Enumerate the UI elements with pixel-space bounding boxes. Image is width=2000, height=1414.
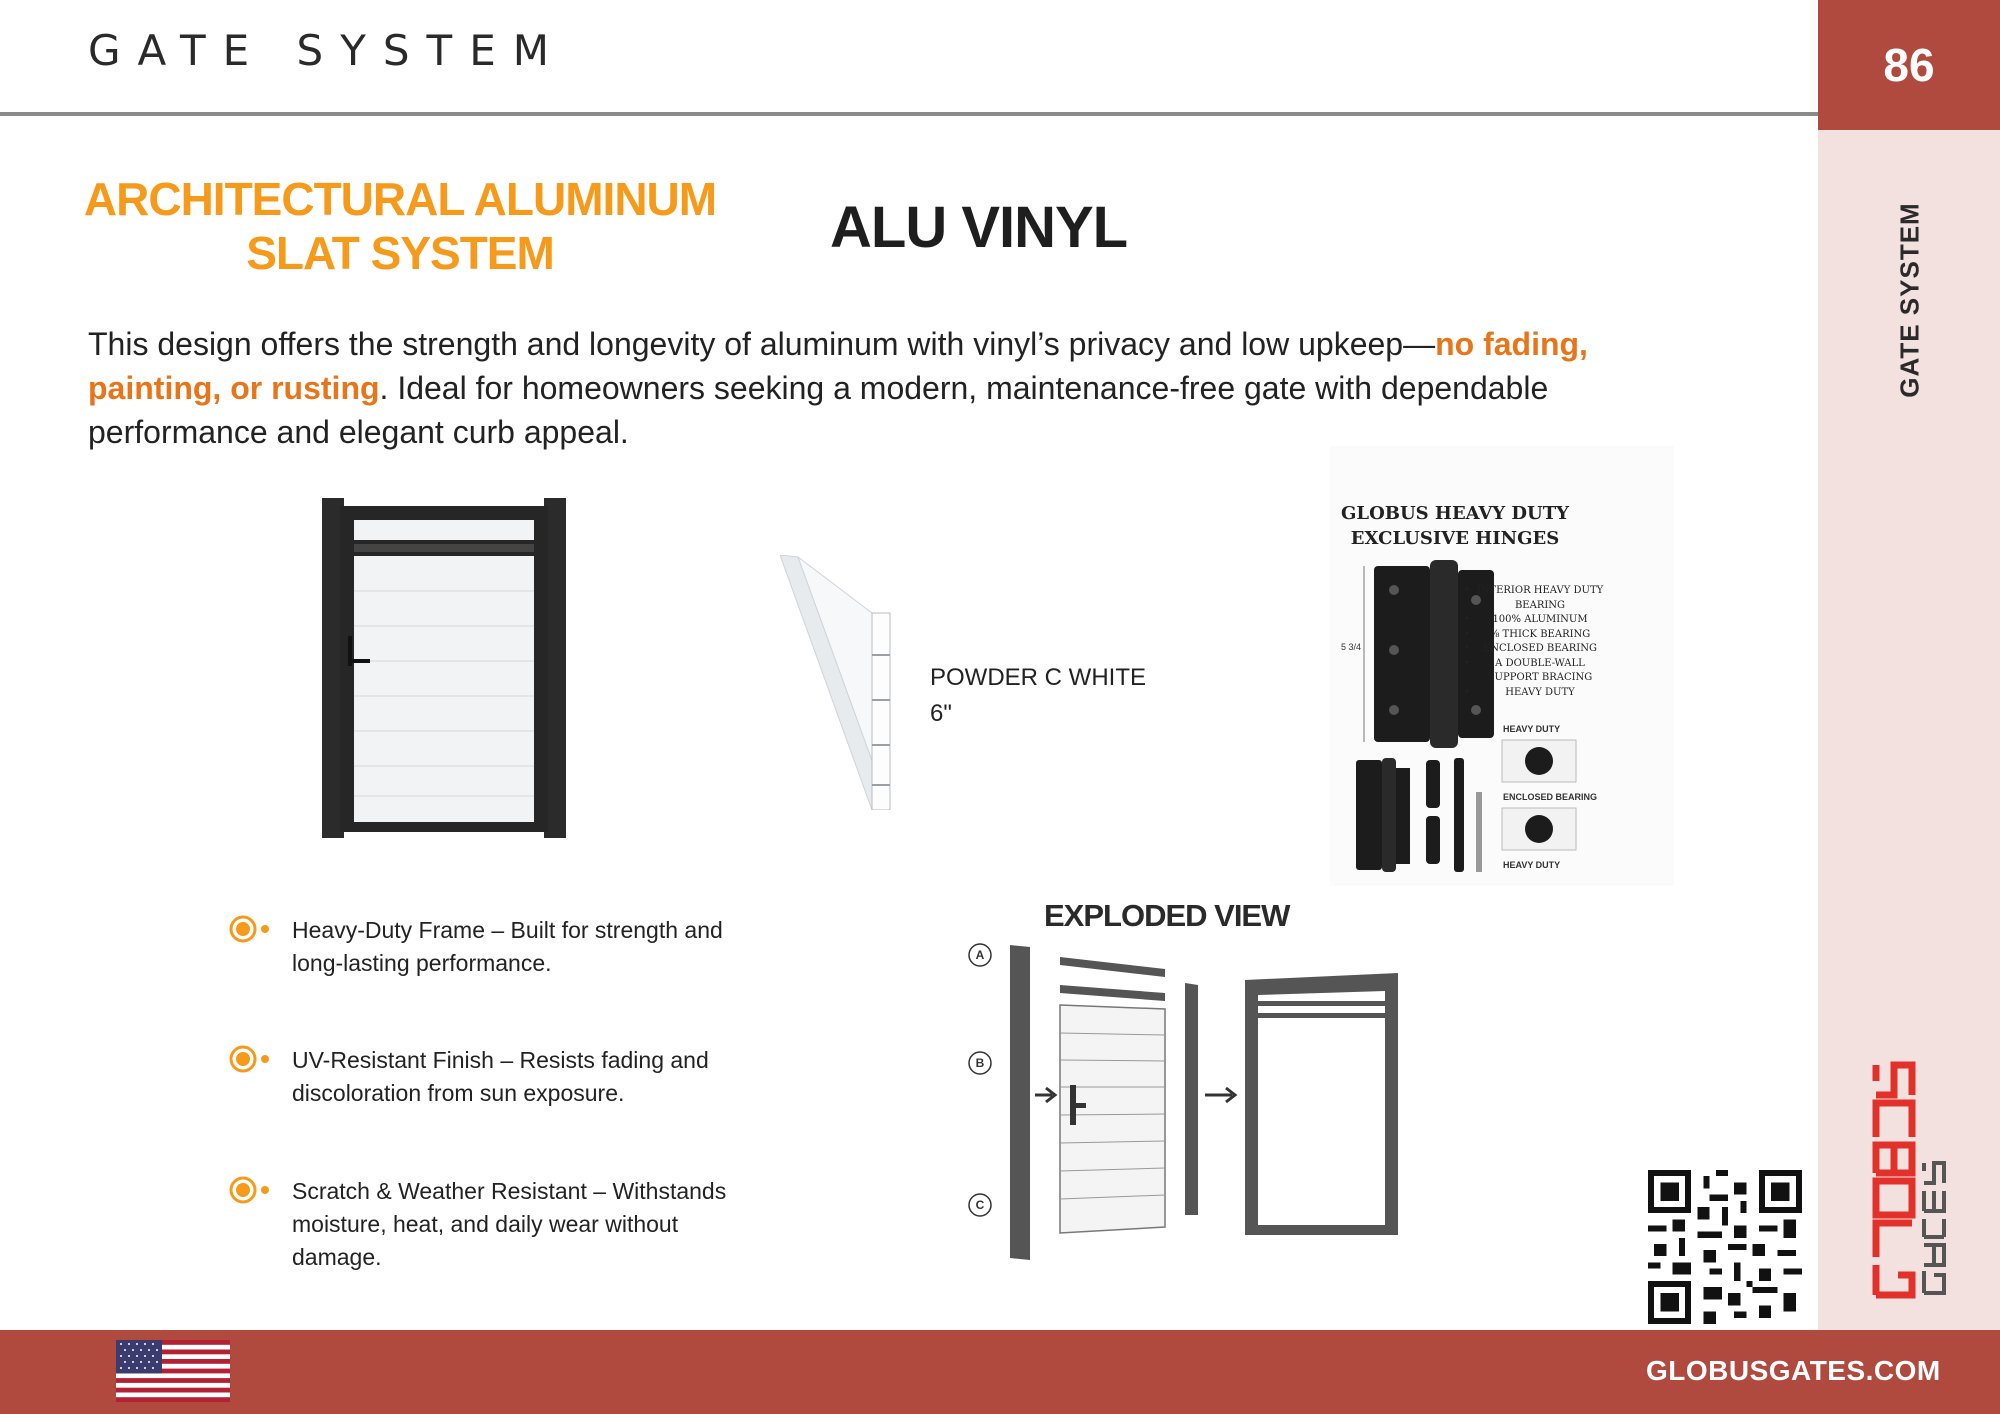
exploded-marker-b: B — [976, 1056, 985, 1070]
slat-color-label: POWDER C WHITE — [930, 664, 1146, 691]
hinge-feature: A DOUBLE-WALL SUPPORT BRACING — [1464, 657, 1610, 686]
exploded-marker-c: C — [976, 1198, 985, 1212]
qr-code[interactable] — [1648, 1170, 1802, 1324]
hinge-label-top: HEAVY DUTY — [1503, 724, 1561, 734]
gate-illustration — [322, 498, 566, 838]
feature-bullet-icon — [229, 1045, 269, 1073]
header-divider — [0, 112, 1818, 116]
hinge-feature-list: INTERIOR HEAVY DUTY BEARING 100% ALUMINU… — [1464, 584, 1610, 701]
feature-item: Heavy-Duty Frame – Built for strength an… — [292, 917, 723, 976]
hinge-feature: INTERIOR HEAVY DUTY BEARING — [1464, 584, 1610, 613]
hinge-title-line-2: EXCLUSIVE HINGES — [1350, 528, 1560, 549]
hinge-feature: ENCLOSED BEARING — [1464, 642, 1610, 657]
slat-size-label: 6" — [930, 700, 952, 727]
footer-bar — [0, 1330, 2000, 1414]
intro-paragraph: This design offers the strength and long… — [88, 322, 1648, 454]
page-number: 86 — [1818, 0, 2000, 130]
system-title-line-2: SLAT SYSTEM — [246, 227, 555, 279]
hinge-feature: 100% ALUMINUM — [1464, 613, 1610, 628]
exploded-view-title: EXPLODED VIEW — [1044, 898, 1290, 933]
intro-text-1: This design offers the strength and long… — [88, 326, 1436, 362]
feature-bullet-icon — [229, 1176, 269, 1204]
us-flag-icon — [116, 1340, 230, 1402]
hinge-label-bottom: HEAVY DUTY — [1503, 860, 1561, 870]
system-title-line-1: ARCHITECTURAL ALUMINUM — [83, 173, 717, 225]
product-title: ALU VINYL — [830, 195, 1128, 260]
hinge-feature: ⅞ THICK BEARING — [1464, 628, 1610, 643]
globus-gates-logo — [1872, 1061, 1946, 1299]
feature-item: Scratch & Weather Resistant – Withstands… — [292, 1178, 727, 1270]
intro-highlight: no fading, painting, or rusting — [88, 326, 1588, 406]
hinge-title-line-1: GLOBUS HEAVY DUTY — [1341, 503, 1569, 524]
system-title: ARCHITECTURAL ALUMINUM SLAT SYSTEM — [70, 172, 730, 280]
intro-text-2: . Ideal for homeowners seeking a modern,… — [88, 370, 1549, 450]
feature-item: UV-Resistant Finish – Resists fading and… — [292, 1047, 709, 1106]
website-link[interactable]: GLOBUSGATES.COM — [1646, 1355, 1941, 1386]
hinge-dimension: 5 3/4 — [1341, 642, 1362, 652]
slat-profile-illustration — [780, 555, 891, 810]
sidebar-section-label: GATE SYSTEM — [1894, 202, 1925, 398]
feature-bullet-icon — [229, 915, 269, 943]
exploded-view-illustration: A B C — [968, 943, 1398, 1260]
hinge-label-middle: ENCLOSED BEARING — [1503, 792, 1598, 802]
exploded-marker-a: A — [976, 948, 985, 962]
hinge-feature: HEAVY DUTY — [1464, 686, 1610, 701]
header-title: GATE SYSTEM — [88, 26, 566, 75]
